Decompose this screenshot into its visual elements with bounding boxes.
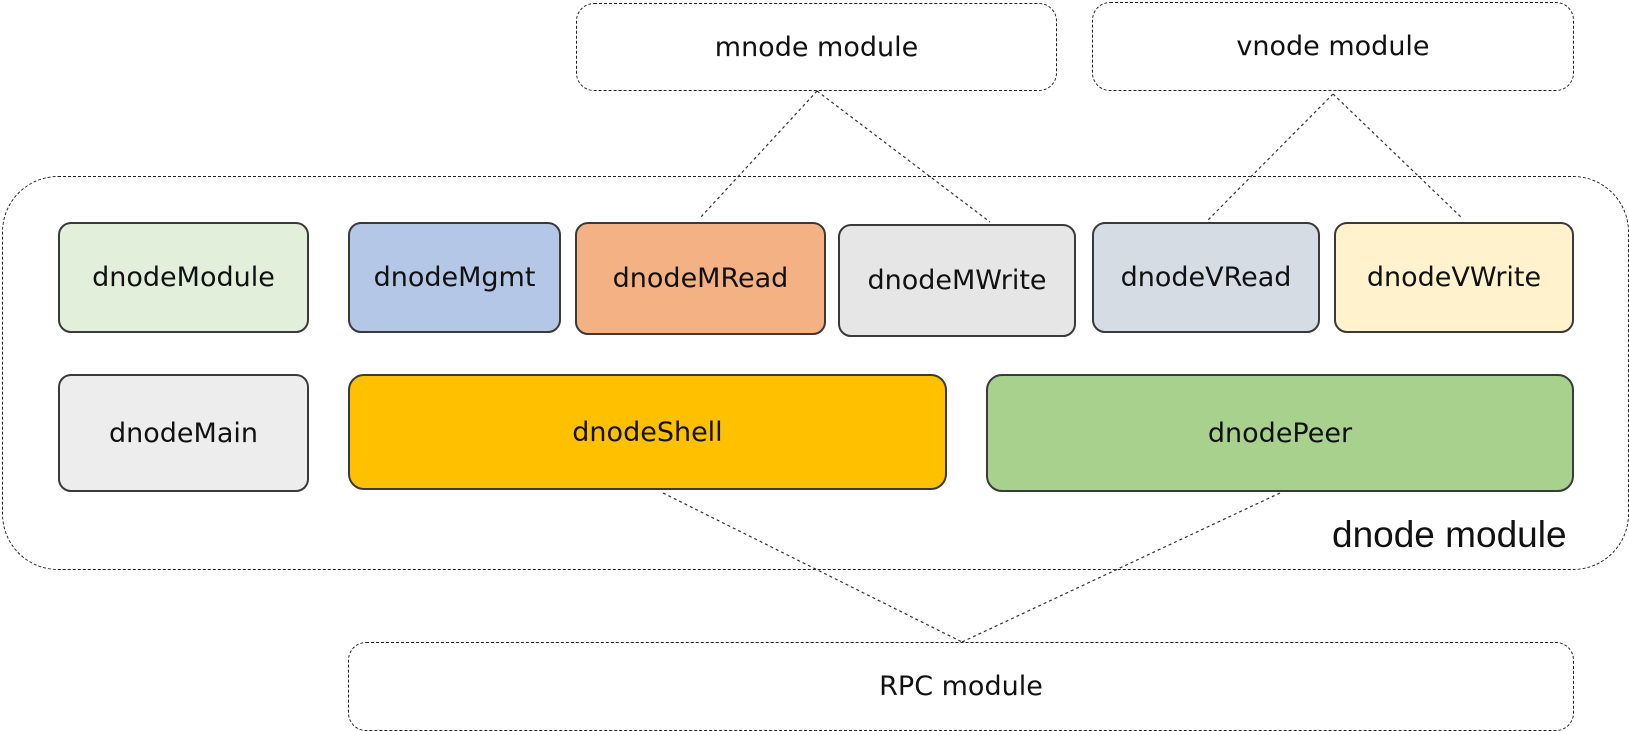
vnode-module-label: vnode module (1236, 31, 1430, 62)
dnode-mread-label: dnodeMRead (612, 263, 789, 294)
dnode-main-component: dnodeMain (58, 374, 309, 492)
dnode-main-label: dnodeMain (109, 417, 258, 449)
rpc-module-label: RPC module (879, 671, 1043, 702)
dnode-shell-component: dnodeShell (348, 374, 947, 490)
dnode-vread-label: dnodeVRead (1120, 262, 1292, 293)
dnode-peer-label: dnodePeer (1207, 417, 1353, 449)
dnode-mwrite-component: dnodeMWrite (838, 224, 1076, 337)
vnode-module-box: vnode module (1092, 2, 1574, 91)
dnode-mread-component: dnodeMRead (575, 222, 826, 335)
dnode-mgmt-component: dnodeMgmt (348, 222, 561, 333)
dnode-module-title: dnode module (1332, 514, 1567, 555)
mnode-module-box: mnode module (576, 3, 1057, 91)
dnode-mwrite-label: dnodeMWrite (867, 265, 1047, 296)
dnode-mgmt-label: dnodeMgmt (373, 262, 536, 293)
rpc-module-box: RPC module (348, 642, 1574, 731)
mnode-module-label: mnode module (714, 31, 919, 63)
dnode-vwrite-component: dnodeVWrite (1334, 222, 1574, 333)
dnode-vread-component: dnodeVRead (1092, 222, 1320, 333)
dnode-shell-label: dnodeShell (572, 416, 723, 448)
dnode-vwrite-label: dnodeVWrite (1366, 262, 1542, 293)
dnode-peer-component: dnodePeer (986, 374, 1574, 492)
dnode-module-component-label: dnodeModule (92, 262, 275, 293)
dnode-module-component: dnodeModule (58, 222, 309, 333)
